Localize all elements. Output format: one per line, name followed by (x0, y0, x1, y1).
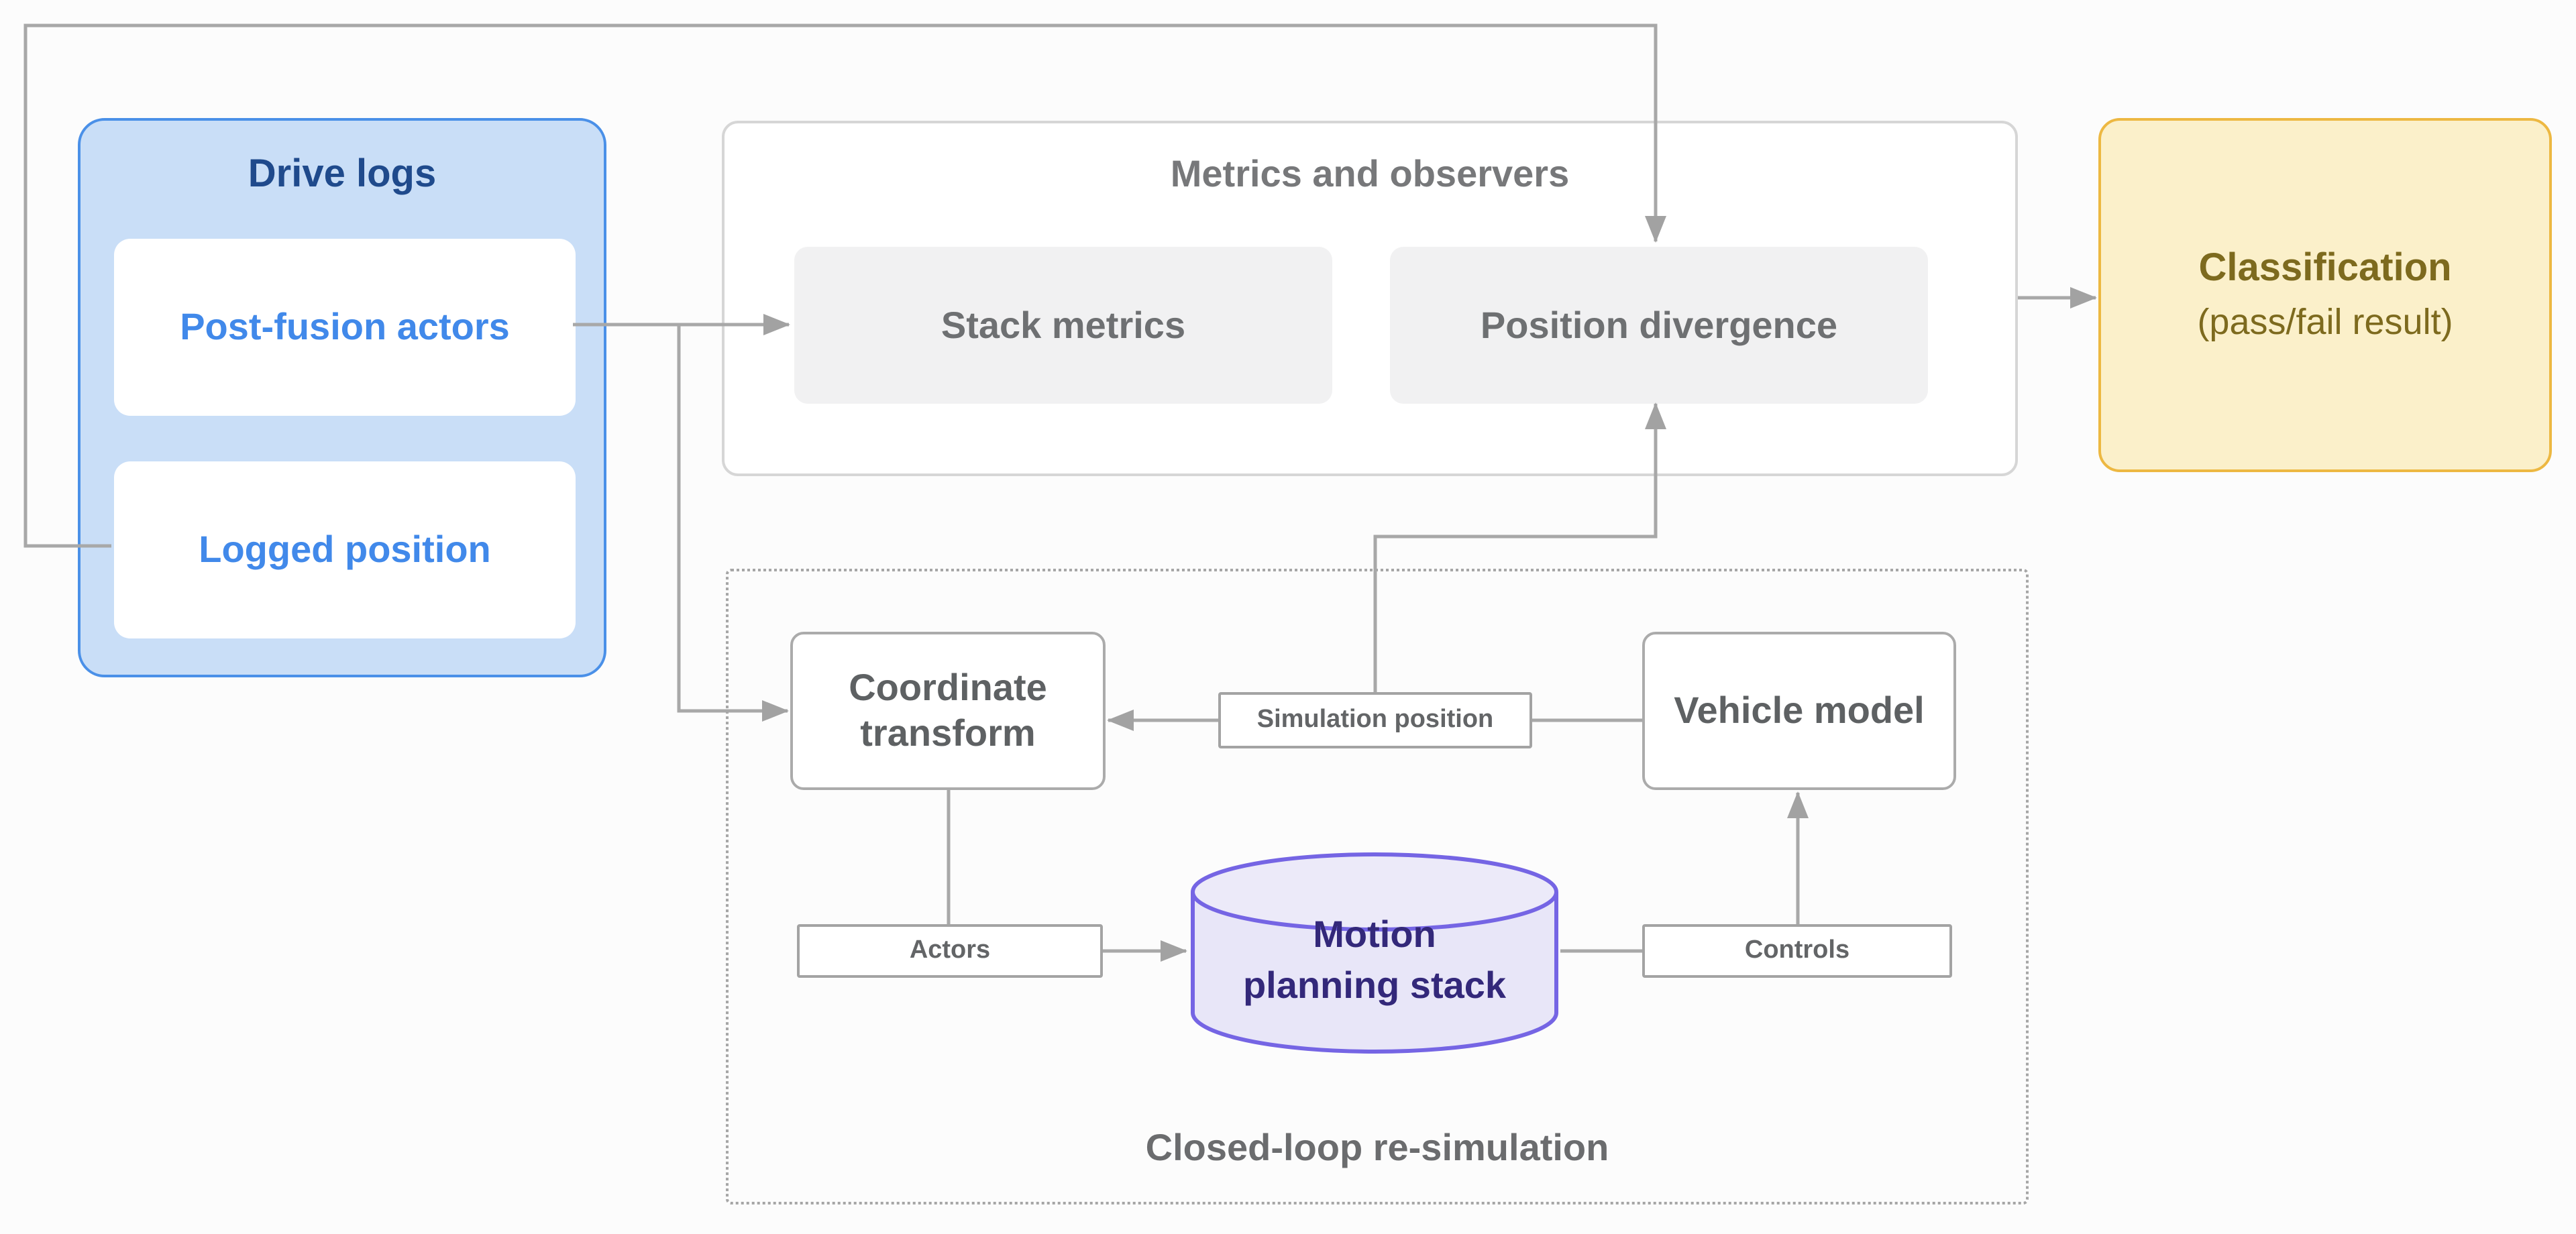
actors-label: Actors (909, 936, 991, 964)
metrics-and-observers-group: Metrics and observers Stack metrics Posi… (722, 121, 2018, 476)
node-coordinate-transform: Coordinate transform (790, 632, 1106, 790)
logged-position-label: Logged position (199, 528, 491, 570)
node-post-fusion-actors: Post-fusion actors (114, 239, 576, 416)
node-logged-position: Logged position (114, 461, 576, 638)
controls-label: Controls (1744, 936, 1850, 964)
node-position-divergence: Position divergence (1390, 247, 1928, 404)
simulation-position-label: Simulation position (1256, 706, 1494, 734)
post-fusion-actors-label: Post-fusion actors (180, 306, 510, 347)
classification-subtitle: (pass/fail result) (2197, 302, 2453, 342)
coordinate-transform-label: Coordinate transform (849, 667, 1047, 754)
vehicle-model-label: Vehicle model (1674, 689, 1925, 732)
node-controls: Controls (1642, 924, 1952, 978)
drive-logs-group: Drive logs Post-fusion actors Logged pos… (78, 118, 606, 677)
stack-metrics-label: Stack metrics (941, 304, 1186, 345)
node-actors: Actors (797, 924, 1103, 978)
node-motion-planning-stack: Motion planning stack (1189, 850, 1560, 1057)
metrics-and-observers-title: Metrics and observers (1170, 153, 1570, 194)
position-divergence-label: Position divergence (1480, 304, 1838, 345)
drive-logs-title: Drive logs (248, 153, 437, 196)
node-stack-metrics: Stack metrics (794, 247, 1332, 404)
database-cylinder-shape (1191, 852, 1558, 1054)
node-vehicle-model: Vehicle model (1642, 632, 1956, 790)
motion-planning-stack-label: Motion planning stack (1242, 913, 1507, 1006)
node-simulation-position: Simulation position (1218, 692, 1532, 748)
node-classification: Classification (pass/fail result) (2098, 118, 2552, 472)
classification-title: Classification (2198, 247, 2452, 290)
closed-loop-resimulation-label: Closed-loop re-simulation (1145, 1127, 1609, 1168)
